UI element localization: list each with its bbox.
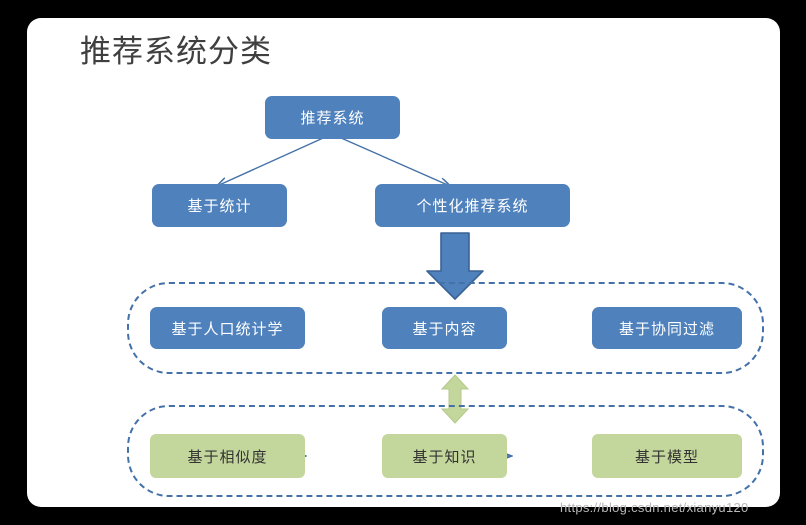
slide-canvas: 推荐系统分类 推荐系统 基于统计 个性化推荐系统 基	[27, 18, 780, 507]
connector-root-to-statistics	[217, 133, 333, 186]
group-knowledge-methods	[127, 405, 764, 497]
node-knowledge-based[interactable]: 基于知识	[382, 434, 507, 478]
node-personalized-recommender[interactable]: 个性化推荐系统	[375, 184, 570, 227]
connector-root-to-personalized	[331, 133, 450, 186]
page-title: 推荐系统分类	[80, 34, 272, 69]
node-collaborative-filtering-based[interactable]: 基于协同过滤	[592, 307, 742, 349]
node-recommender-system[interactable]: 推荐系统	[265, 96, 400, 139]
node-statistics-based[interactable]: 基于统计	[152, 184, 287, 227]
node-similarity-based[interactable]: 基于相似度	[150, 434, 305, 478]
node-model-based[interactable]: 基于模型	[592, 434, 742, 478]
watermark-text: https://blog.csdn.net/xianyu120	[560, 500, 749, 515]
group-personalized-methods	[127, 282, 764, 374]
node-demographic-based[interactable]: 基于人口统计学	[150, 307, 305, 349]
node-content-based[interactable]: 基于内容	[382, 307, 507, 349]
